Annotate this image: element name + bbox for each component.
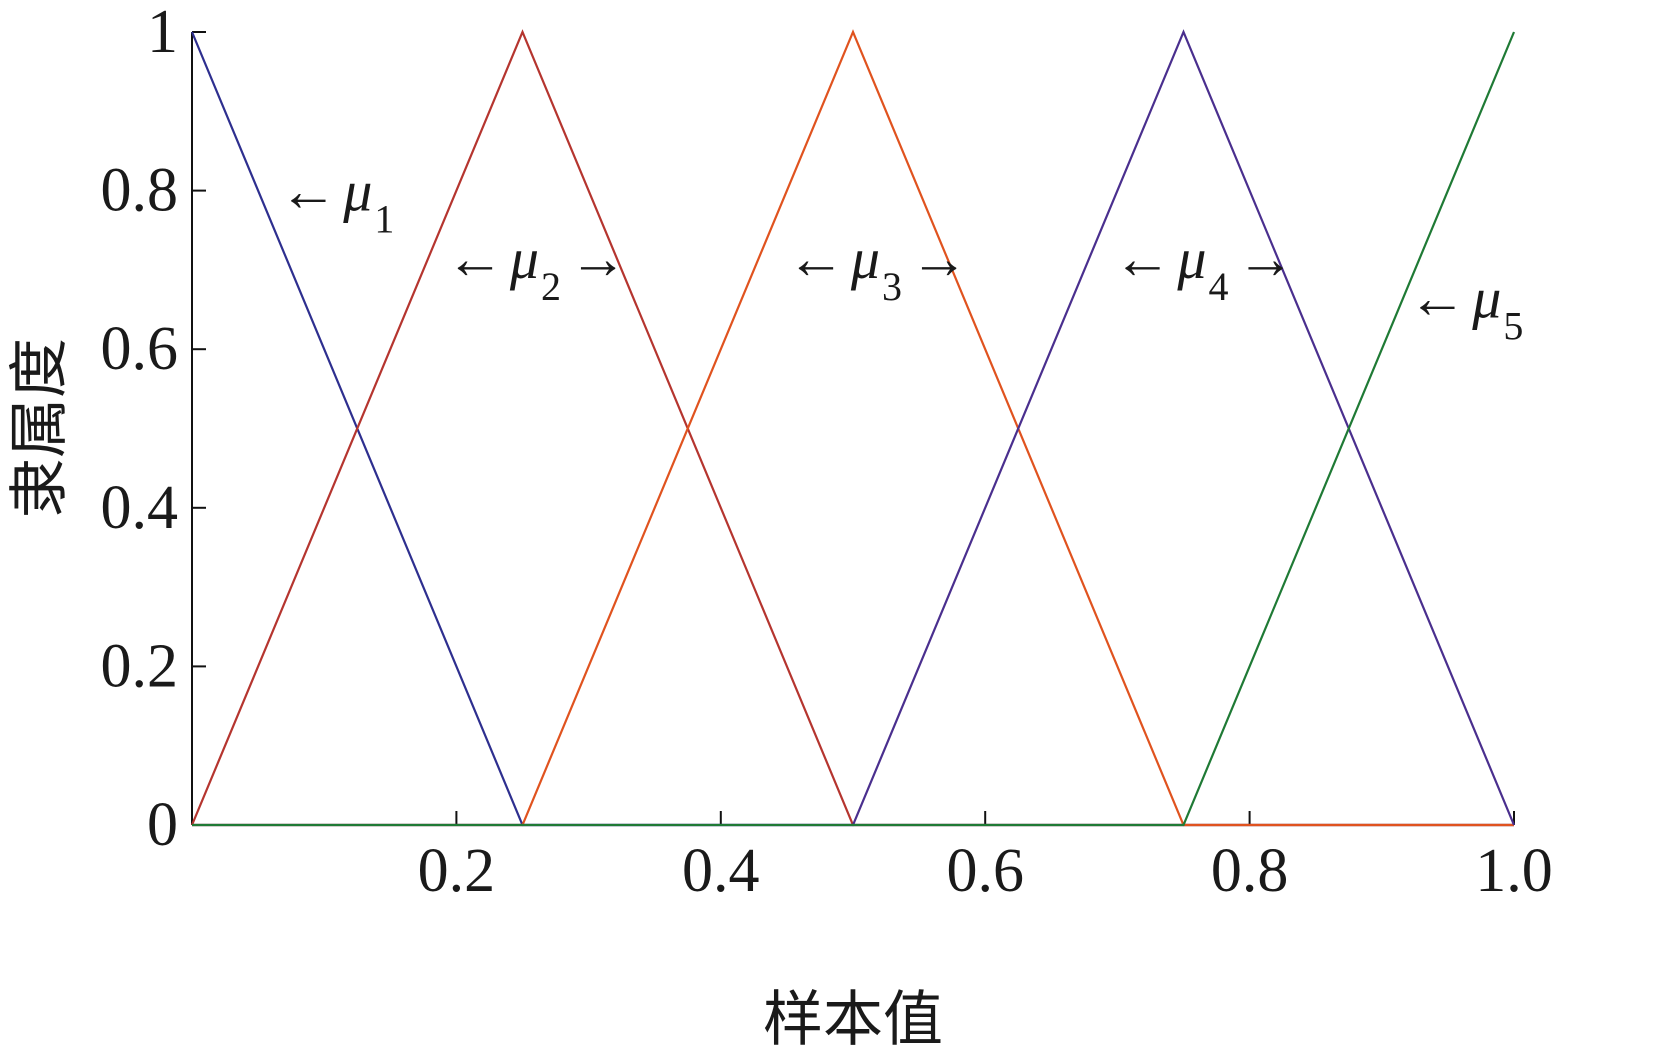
x-tick-label: 0.8 bbox=[1211, 837, 1289, 905]
series-label-mu1: ←μ1 bbox=[279, 158, 394, 241]
x-tick-label: 1.0 bbox=[1475, 837, 1553, 905]
mu-symbol: μ bbox=[1471, 265, 1501, 330]
x-tick-label: 0.2 bbox=[418, 837, 496, 905]
mu-subscript: 4 bbox=[1209, 264, 1229, 309]
y-axis-title: 隶属度 bbox=[5, 338, 75, 518]
mu-subscript: 2 bbox=[541, 264, 561, 309]
left-arrow-icon: ← bbox=[446, 226, 504, 291]
mu-subscript: 3 bbox=[882, 264, 902, 309]
x-tick-label: 0.6 bbox=[946, 837, 1024, 905]
y-tick-label: 1 bbox=[147, 0, 178, 66]
series-label-mu3: ←μ3→ bbox=[787, 226, 968, 309]
mu-symbol: μ bbox=[509, 226, 539, 291]
axes: 0 0.2 0.4 0.6 0.8 1 0.2 0.4 0.6 0.8 1.0 bbox=[101, 0, 1553, 905]
x-tick-label: 0.4 bbox=[682, 837, 760, 905]
y-tick-label: 0.4 bbox=[101, 474, 179, 542]
series-label-mu5: ←μ5 bbox=[1408, 265, 1523, 348]
y-tick-label: 0 bbox=[147, 791, 178, 859]
series-line-mu5 bbox=[192, 31, 1516, 827]
right-arrow-icon: → bbox=[910, 226, 968, 291]
series-line-mu1 bbox=[190, 31, 1514, 827]
x-axis-title: 样本值 bbox=[763, 985, 943, 1055]
mu-symbol: μ bbox=[1176, 226, 1206, 291]
series-line-mu2 bbox=[190, 29, 1514, 827]
mu-subscript: 1 bbox=[374, 196, 394, 241]
left-arrow-icon: ← bbox=[279, 158, 337, 223]
series-label-mu4: ←μ4→ bbox=[1113, 226, 1294, 309]
mu-symbol: μ bbox=[850, 226, 880, 291]
y-tick-label: 0.2 bbox=[101, 632, 179, 700]
y-tick-label: 0.6 bbox=[101, 315, 179, 383]
right-arrow-icon: → bbox=[1237, 226, 1295, 291]
left-arrow-icon: ← bbox=[787, 226, 845, 291]
left-arrow-icon: ← bbox=[1113, 226, 1171, 291]
y-tick-label: 0.8 bbox=[101, 157, 179, 225]
series-line-mu3 bbox=[192, 29, 1514, 827]
right-arrow-icon: → bbox=[569, 226, 627, 291]
mu-subscript: 5 bbox=[1503, 303, 1523, 348]
series-line-mu4 bbox=[192, 29, 1516, 827]
mu-symbol: μ bbox=[342, 158, 372, 223]
left-arrow-icon: ← bbox=[1408, 265, 1466, 330]
series-annotations: ←μ1←μ2→←μ3→←μ4→←μ5 bbox=[279, 158, 1523, 348]
series-label-mu2: ←μ2→ bbox=[446, 226, 627, 309]
series-lines bbox=[190, 29, 1516, 827]
